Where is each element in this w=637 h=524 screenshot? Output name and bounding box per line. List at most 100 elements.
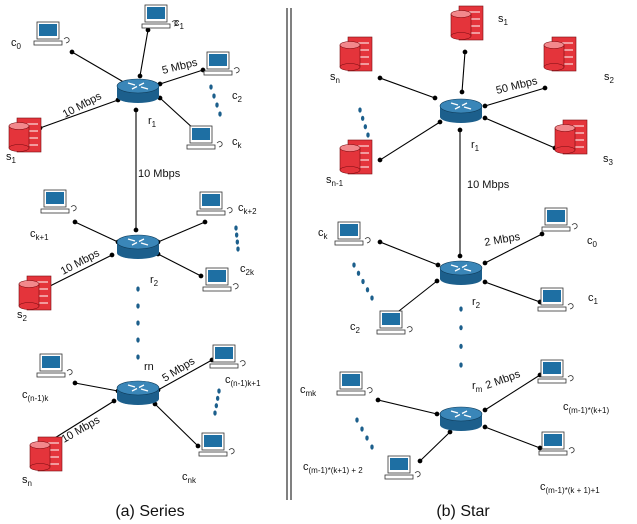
star-ellipsis-r2-rm: [459, 306, 463, 368]
series-link-label-r1-r2: 10 Mbps: [138, 168, 181, 180]
star-link-r1-s2: [482, 85, 548, 109]
series-client-label-ck: ck: [232, 136, 243, 150]
series-link-r2-s2: [39, 252, 115, 293]
star-client-cm1k1: [537, 359, 574, 384]
star-link-r2-c1: [482, 279, 543, 305]
star-client-label-cmk: cmk: [300, 384, 317, 398]
star-client-cmk: [336, 371, 373, 396]
series-server-s2: [18, 275, 52, 311]
series-link-rn-cnk: [152, 401, 201, 449]
series-client-c0: [33, 21, 70, 46]
star-server-label-s3: s3: [603, 153, 614, 167]
series-link-label-rn-sn: 10 Mbps: [60, 414, 103, 446]
series-client-label-c2: c2: [232, 90, 243, 104]
series-client-cn1k1: [209, 344, 246, 369]
series-client-label-cnk: cnk: [182, 471, 197, 485]
star-client-cm1k1p1: [538, 431, 575, 456]
series-link-r2-ck2: [155, 219, 208, 245]
series-link-r1-c0: [69, 49, 130, 87]
series-link-label-r1-c2: 5 Mbps: [161, 56, 199, 76]
star-server-label-s1: s1: [498, 13, 509, 27]
series-link-label-rn-cn1k1: 5 Mbps: [160, 355, 197, 385]
series-client-label-c2k: c2k: [240, 263, 255, 277]
star-server-label-s2: s2: [604, 71, 615, 85]
series-link-r2-ck1: [72, 219, 121, 245]
series-ellipsis-r2-rn: [136, 286, 140, 360]
star-router-label-r2: r2: [472, 296, 481, 310]
star-router-r1: [439, 98, 483, 123]
star-link-label-r1-r2: 10 Mbps: [467, 179, 510, 191]
series-client-ck2: [196, 191, 233, 216]
star-client-label-ck: ck: [318, 227, 329, 241]
star-link-r1-s3: [482, 115, 558, 151]
star-server-s1: [450, 5, 484, 41]
caption-star: (b) Star: [436, 503, 490, 520]
devices-layer: [8, 4, 588, 480]
series-client-ck1: [40, 189, 77, 214]
series-link-label-r2-s2: 10 Mbps: [59, 247, 102, 278]
series-client-c2k: [202, 267, 239, 292]
caption-series: (a) Series: [115, 503, 184, 520]
series-link-r1-c1: [137, 27, 151, 79]
series-server-label-sn: sn: [22, 474, 32, 488]
series-server-sn: [29, 436, 63, 472]
star-ellipsis-sn-sn1: [358, 107, 370, 138]
star-link-r1-sn1: [377, 119, 443, 163]
series-server-label-s1: s1: [6, 151, 17, 165]
star-link-rm-cm1k1p2: [417, 429, 453, 464]
series-link-label-r1-s1: 10 Mbps: [61, 90, 104, 121]
series-router-label-r2: r2: [150, 274, 159, 288]
series-client-c2: [203, 51, 240, 76]
star-client-label-c1: c1: [588, 292, 599, 306]
star-link-rm-cm1k1p1: [482, 424, 543, 451]
star-client-c1: [537, 287, 574, 312]
star-link-rm-cm1k1: [482, 372, 543, 413]
star-ellipsis-ck-c2: [352, 262, 374, 301]
series-link-r1-s1: [37, 97, 121, 131]
star-server-label-sn: sn: [330, 71, 340, 85]
star-link-r1-sn: [377, 75, 438, 101]
series-link-r1-ck: [157, 95, 198, 133]
star-client-c2: [376, 310, 413, 335]
star-client-label-cm1k1p1: c(m-1)*(k + 1)+1: [540, 481, 600, 495]
star-link-label-rm: 2 Mbps: [484, 368, 522, 392]
star-router-r2: [439, 260, 483, 285]
series-client-label-cn1k: c(n-1)k: [22, 389, 49, 403]
series-link-rn-cn1k: [72, 380, 121, 394]
star-server-s2: [543, 36, 577, 72]
series-router-label-r1: r1: [148, 115, 157, 129]
star-client-ck: [334, 221, 371, 246]
series-client-cnk: [198, 432, 235, 457]
series-client-label-c1: c1: [174, 17, 185, 31]
star-client-label-cm1k1p2: c(m-1)*(k+1) + 2: [303, 461, 363, 475]
series-ellipsis-c2-ck: [209, 84, 222, 117]
series-client-label-ck2: ck+2: [238, 202, 257, 216]
series-client-c1: [141, 4, 178, 29]
series-link-r1-c2: [157, 67, 206, 87]
star-ellipsis-cmk-cm1k1p2: [355, 417, 374, 450]
series-router-r2: [116, 234, 160, 259]
star-client-label-c0: c0: [587, 235, 598, 249]
star-client-c0: [541, 207, 578, 232]
series-link-r2-c2k: [155, 251, 204, 279]
series-client-label-c0: c0: [11, 37, 22, 51]
star-server-label-sn1: sn-1: [326, 174, 344, 188]
star-server-sn1: [339, 139, 373, 175]
star-link-label-r2-c0: 2 Mbps: [483, 231, 521, 249]
star-router-label-r1: r1: [471, 139, 480, 153]
star-client-cm1k1p2: [384, 455, 421, 480]
series-ellipsis-cn1k1-cnk: [213, 388, 221, 416]
star-server-sn: [339, 36, 373, 72]
series-client-label-ck1: ck+1: [30, 228, 49, 242]
series-link-rn-cn1k1: [155, 357, 215, 393]
star-link-label-r1-s2: 50 Mbps: [495, 75, 539, 97]
star-router-label-rm: rm: [472, 380, 483, 394]
star-link-r2-c0: [482, 231, 545, 266]
series-router-label-rn: rn: [144, 361, 154, 373]
series-client-cn1k: [36, 353, 73, 378]
star-link-r2-ck: [377, 239, 441, 268]
series-server-label-s2: s2: [17, 309, 28, 323]
star-link-rm-cmk: [375, 397, 440, 417]
series-client-label-cn1k1: c(n-1)k+1: [225, 374, 261, 388]
